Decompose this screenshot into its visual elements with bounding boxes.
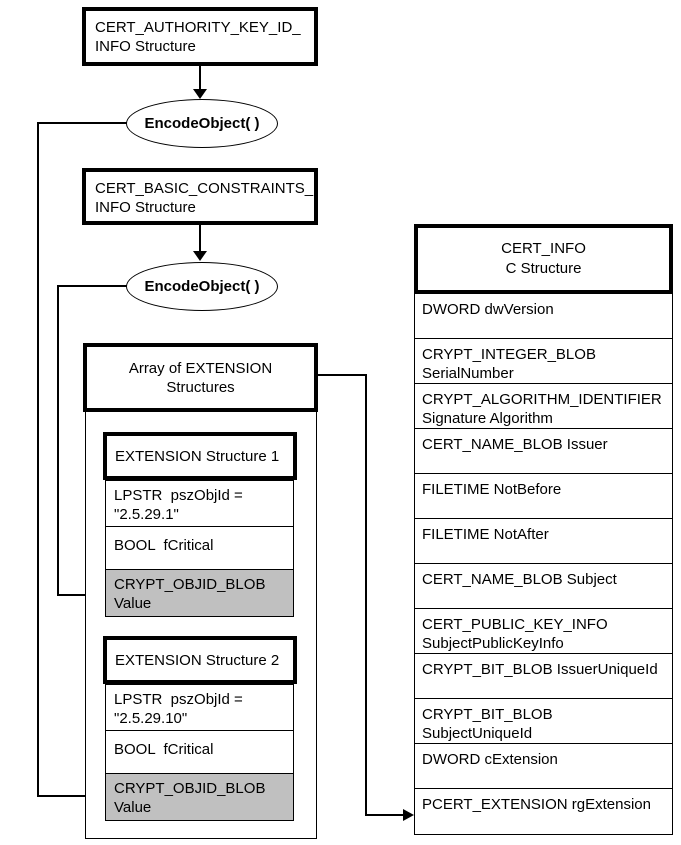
extension2-header: EXTENSION Structure 2 [103,636,297,684]
extension2-title: EXTENSION Structure 2 [115,651,280,669]
connector-array-v [365,374,367,816]
connector-array-h2 [365,814,403,816]
extension2-value-line2: Value [114,799,152,816]
connector-array-arrowhead-icon [403,809,414,821]
extension2-fcritical-line1: BOOL fCritical [114,741,214,758]
connector-encode2-h1 [57,285,127,287]
extension1-pszobjid-line2: "2.5.29.1" [114,506,179,523]
encode-object-2-label: EncodeObject( ) [144,278,260,295]
table-row-issuer: CERT_NAME_BLOB Issuer [415,429,672,474]
table-row-signature-algorithm: CRYPT_ALGORITHM_IDENTIFIER Signature Alg… [415,384,672,429]
extension1-field-fcritical: BOOL fCritical [105,527,294,570]
table-row-subjectuniqueid: CRYPT_BIT_BLOB SubjectUniqueId [415,699,672,744]
connector-encode1-h1 [37,122,127,124]
extension1-title: EXTENSION Structure 1 [115,447,280,465]
connector-encode2-v [57,285,59,596]
table-row-dwversion: DWORD dwVersion [415,294,672,339]
extension1-fcritical-line1: BOOL fCritical [114,537,214,554]
table-row-serialnumber: CRYPT_INTEGER_BLOB SerialNumber [415,339,672,384]
cert-info-title-line1: CERT_INFO [501,240,586,257]
table-row-rgextension: PCERT_EXTENSION rgExtension [422,796,651,813]
flow-arrow-1-stem [199,66,201,90]
array-of-extension-structures-box: Array of EXTENSION Structures [83,343,318,412]
cert-basic-box-line2: INFO Structure [95,199,196,216]
extension2-field-fcritical: BOOL fCritical [105,731,294,774]
table-row-notafter: FILETIME NotAfter [415,519,672,564]
encode-object-1-ellipse: EncodeObject( ) [126,99,278,148]
flow-arrow-1-head-icon [193,89,207,99]
table-row-notbefore: FILETIME NotBefore [415,474,672,519]
extension1-pszobjid-line1: LPSTR pszObjId = [114,487,243,504]
flow-arrow-2-head-icon [193,251,207,261]
extension1-value-line2: Value [114,595,152,612]
cert-authority-box-line1: CERT_AUTHORITY_KEY_ID_ [95,19,301,36]
connector-encode2-h2 [57,594,94,596]
extension2-field-pszobjid: LPSTR pszObjId = "2.5.29.10" [105,684,294,731]
cert-authority-box-line2: INFO Structure [95,38,196,55]
table-row-subject: CERT_NAME_BLOB Subject [415,564,672,609]
cert-info-header: CERT_INFO C Structure [414,224,673,294]
array-box-line2: Structures [166,378,235,396]
extension1-header: EXTENSION Structure 1 [103,432,297,480]
connector-encode1-v [37,122,39,797]
table-row-subjectpublickeyinfo: CERT_PUBLIC_KEY_INFO SubjectPublicKeyInf… [415,609,672,654]
cert-basic-constraints-info-box: CERT_BASIC_CONSTRAINTS_ INFO Structure [82,168,318,225]
extension1-value-line1: CRYPT_OBJID_BLOB [114,576,266,593]
extension1-field-pszobjid: LPSTR pszObjId = "2.5.29.1" [105,480,294,527]
encode-object-1-label: EncodeObject( ) [144,115,260,132]
cert-info-table: DWORD dwVersion CRYPT_INTEGER_BLOB Seria… [414,294,673,835]
table-row-cextension: DWORD cExtension [415,744,672,789]
cert-authority-key-id-info-box: CERT_AUTHORITY_KEY_ID_ INFO Structure [82,7,318,66]
cert-info-title-line2: C Structure [505,260,582,277]
connector-encode1-h2 [37,795,94,797]
encode-object-2-ellipse: EncodeObject( ) [126,262,278,311]
extension1-field-value: CRYPT_OBJID_BLOB Value [105,570,294,617]
extension2-field-value: CRYPT_OBJID_BLOB Value [105,774,294,821]
extension2-pszobjid-line1: LPSTR pszObjId = [114,691,243,708]
table-row-issueruniqueid: CRYPT_BIT_BLOB IssuerUniqueId [415,654,672,699]
connector-array-h1 [318,374,367,376]
cert-basic-box-line1: CERT_BASIC_CONSTRAINTS_ [95,180,314,197]
flow-arrow-2-stem [199,225,201,251]
extension2-pszobjid-line2: "2.5.29.10" [114,710,188,727]
array-box-line1: Array of EXTENSION [128,359,273,377]
extension2-value-line1: CRYPT_OBJID_BLOB [114,780,266,797]
